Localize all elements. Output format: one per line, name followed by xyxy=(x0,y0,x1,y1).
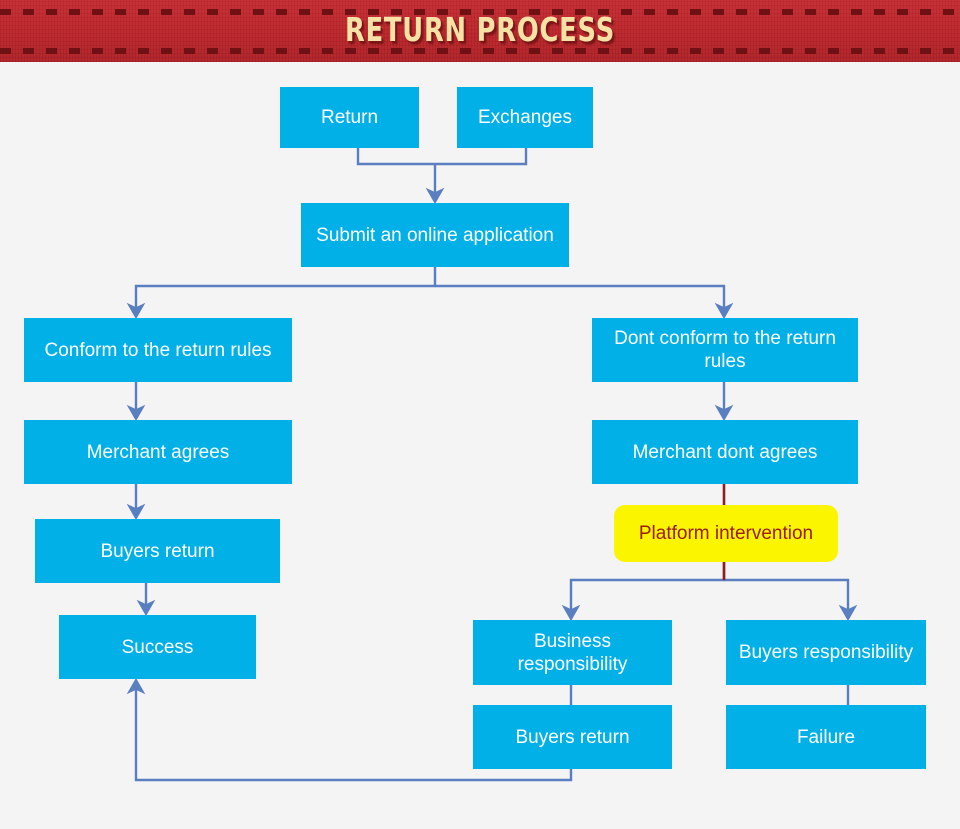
edge-buyers-return-back-to-success xyxy=(126,677,573,782)
node-platform-intervention[interactable]: Platform intervention xyxy=(614,505,838,562)
banner-stitch-bottom xyxy=(0,48,960,54)
header-banner: RETURN PROCESS xyxy=(0,0,960,62)
node-exchanges[interactable]: Exchanges xyxy=(457,87,593,148)
node-dont-conform-return-rules[interactable]: Dont conform to the return rules xyxy=(592,318,858,382)
edge-platform-to-buyers-responsibility xyxy=(724,578,858,622)
edge-merge-bar xyxy=(356,148,528,166)
edge-submit-to-dont-conform xyxy=(435,284,734,320)
node-conform-return-rules[interactable]: Conform to the return rules xyxy=(24,318,292,382)
node-return[interactable]: Return xyxy=(280,87,419,148)
node-merchant-agrees[interactable]: Merchant agrees xyxy=(24,420,292,484)
page-title: RETURN PROCESS xyxy=(344,10,616,49)
node-buyers-return-right[interactable]: Buyers return xyxy=(473,705,672,769)
node-buyers-return-left[interactable]: Buyers return xyxy=(35,519,280,583)
node-failure[interactable]: Failure xyxy=(726,705,926,769)
banner-stitch-top xyxy=(0,9,960,15)
edge-platform-to-business-responsibility xyxy=(561,562,726,622)
node-submit-application[interactable]: Submit an online application xyxy=(301,203,569,267)
node-business-responsibility[interactable]: Business responsibility xyxy=(473,620,672,685)
diagram-canvas: Return Exchanges Submit an online applic… xyxy=(0,62,960,829)
node-buyers-responsibility[interactable]: Buyers responsibility xyxy=(726,620,926,685)
node-merchant-dont-agrees[interactable]: Merchant dont agrees xyxy=(592,420,858,484)
edge-submit-to-conform xyxy=(126,267,437,320)
node-success[interactable]: Success xyxy=(59,615,256,679)
